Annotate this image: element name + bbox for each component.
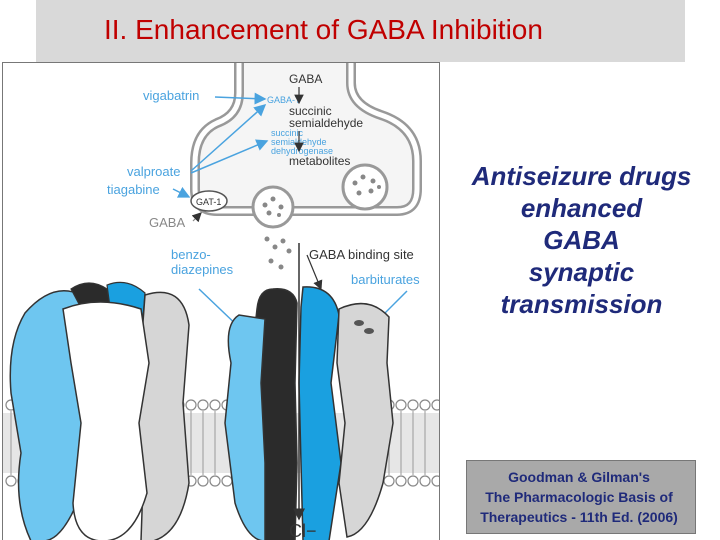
left-receptor-complex [9, 281, 190, 540]
title-bar: II. Enhancement of GABA Inhibition [36, 0, 685, 62]
succinic-label: succinic [289, 104, 332, 118]
benzodiazepines-label-1: benzo- [171, 247, 211, 262]
chloride-label: Cl− [289, 521, 317, 540]
gaba-left-label: GABA [149, 215, 185, 230]
right-receptor-complex [224, 286, 394, 540]
caption-line: transmission [500, 289, 663, 319]
slide-title: II. Enhancement of GABA Inhibition [104, 14, 543, 45]
ssadh-label-1: succinic [271, 128, 304, 138]
vigabatrin-label: vigabatrin [143, 88, 199, 103]
synaptic-vesicle [251, 185, 295, 229]
vesicle-gaba-dots [262, 174, 381, 217]
valproate-label: valproate [127, 164, 180, 179]
gat1-transporter [190, 190, 228, 212]
caption-line: Antiseizure drugs [471, 161, 692, 191]
synaptic-vesicle [341, 163, 389, 211]
caption: Antiseizure drugs enhanced GABA synaptic… [443, 160, 720, 320]
gaba-t-label: GABA-T [267, 95, 301, 105]
barbiturates-label: barbiturates [351, 272, 420, 287]
caption-line: enhanced [520, 193, 643, 223]
released-gaba-dots [264, 236, 292, 270]
semialdehyde-label: semialdehyde [289, 116, 363, 130]
tiagabine-label: tiagabine [107, 182, 160, 197]
gaba-synapse-figure: GABA vigabatrin GABA-T succinic semialde… [2, 62, 440, 540]
reference-box [466, 460, 696, 534]
reference-line: The Pharmacologic Basis of [485, 489, 673, 505]
figure-canvas: GABA vigabatrin GABA-T succinic semialde… [3, 63, 439, 540]
gaba-binding-site-label: GABA binding site [309, 247, 414, 262]
caption-line: synaptic [528, 257, 635, 287]
reference-text: Goodman & Gilman's The Pharmacologic Bas… [448, 467, 710, 527]
reference-line: Goodman & Gilman's [508, 469, 650, 485]
caption-line: GABA [543, 225, 620, 255]
metabolites-label: metabolites [289, 154, 350, 168]
gat1-label: GAT-1 [196, 197, 221, 207]
benzodiazepines-label-2: diazepines [171, 262, 234, 277]
gaba-top-label: GABA [289, 72, 322, 86]
reference-line: Therapeutics - 11th Ed. (2006) [480, 509, 678, 525]
